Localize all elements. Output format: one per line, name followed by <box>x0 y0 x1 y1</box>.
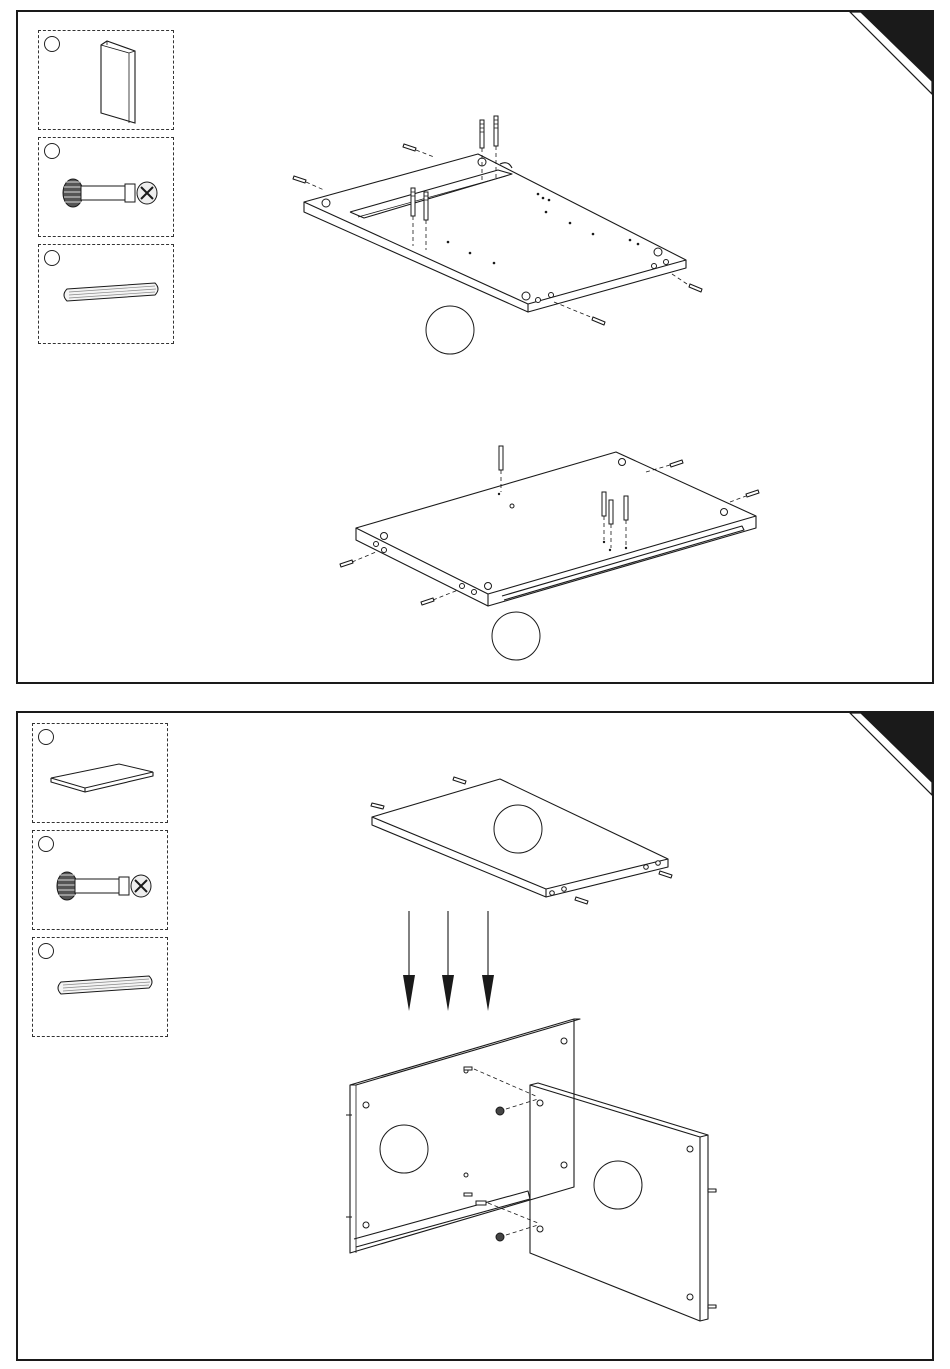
cam-bolt-vertical <box>499 446 628 524</box>
upper-board-drawing <box>293 116 702 325</box>
reference-circle <box>426 306 474 354</box>
assembly-diagram-step-1 <box>18 12 932 682</box>
reference-circle <box>492 612 540 660</box>
cam-lock-icon <box>496 1107 504 1241</box>
assembly-step-1 <box>16 10 934 684</box>
assembly-step-2 <box>16 711 934 1361</box>
side-panel-front-drawing <box>530 1083 716 1321</box>
shelf-board-drawing <box>371 777 672 904</box>
assembly-diagram-step-2 <box>18 713 932 1359</box>
cam-bolt-vertical <box>411 116 498 220</box>
side-panel-back-drawing <box>346 1019 580 1253</box>
down-arrow-icon <box>403 911 494 1011</box>
reference-circle <box>494 805 542 853</box>
lower-board-drawing <box>340 446 759 606</box>
